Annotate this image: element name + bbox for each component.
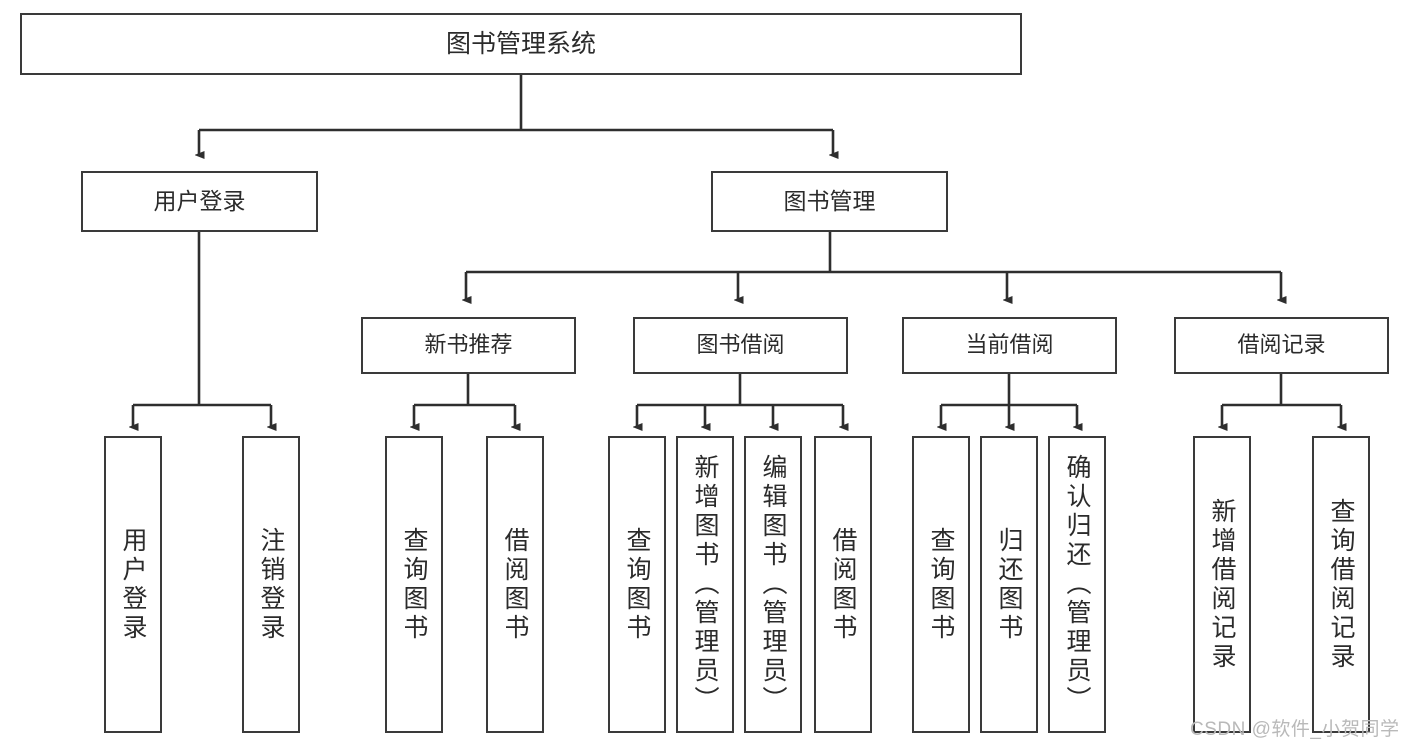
node-leaf-query-record[interactable]: 查询借阅记录 <box>1312 436 1370 733</box>
node-leaf-edit-book-label: 编辑图书（管理员） <box>759 454 787 715</box>
node-leaf-add-book-label: 新增图书（管理员） <box>691 454 719 715</box>
node-book-borrow[interactable]: 图书借阅 <box>633 317 848 374</box>
node-leaf-add-record[interactable]: 新增借阅记录 <box>1193 436 1251 733</box>
node-borrow-record-label: 借阅记录 <box>1237 332 1326 358</box>
node-user-login[interactable]: 用户登录 <box>81 171 318 232</box>
node-leaf-return-book-label: 归还图书 <box>995 526 1023 643</box>
node-leaf-add-book[interactable]: 新增图书（管理员） <box>676 436 734 733</box>
node-leaf-query-book-3[interactable]: 查询图书 <box>912 436 970 733</box>
node-root-label: 图书管理系统 <box>445 30 596 58</box>
node-leaf-borrow-book-1-label: 借阅图书 <box>501 526 529 643</box>
node-leaf-logout-login-label: 注销登录 <box>257 526 285 643</box>
node-book-borrow-label: 图书借阅 <box>696 332 785 358</box>
node-leaf-query-record-label: 查询借阅记录 <box>1327 497 1355 672</box>
node-root[interactable]: 图书管理系统 <box>20 13 1022 75</box>
node-new-book-recommend[interactable]: 新书推荐 <box>361 317 576 374</box>
node-current-borrow-label: 当前借阅 <box>965 332 1054 358</box>
node-book-manage[interactable]: 图书管理 <box>711 171 948 232</box>
node-new-book-recommend-label: 新书推荐 <box>424 332 513 358</box>
node-leaf-borrow-book-2[interactable]: 借阅图书 <box>814 436 872 733</box>
node-leaf-query-book-2-label: 查询图书 <box>623 526 651 643</box>
node-leaf-confirm-return-label: 确认归还（管理员） <box>1063 454 1091 715</box>
node-user-login-label: 用户登录 <box>153 187 246 214</box>
node-leaf-query-book-1-label: 查询图书 <box>400 526 428 643</box>
node-leaf-borrow-book-1[interactable]: 借阅图书 <box>486 436 544 733</box>
node-leaf-query-book-1[interactable]: 查询图书 <box>385 436 443 733</box>
node-leaf-add-record-label: 新增借阅记录 <box>1208 497 1236 672</box>
node-leaf-edit-book[interactable]: 编辑图书（管理员） <box>744 436 802 733</box>
node-leaf-borrow-book-2-label: 借阅图书 <box>829 526 857 643</box>
node-leaf-logout-login[interactable]: 注销登录 <box>242 436 300 733</box>
node-leaf-user-login[interactable]: 用户登录 <box>104 436 162 733</box>
node-current-borrow[interactable]: 当前借阅 <box>902 317 1117 374</box>
node-leaf-user-login-label: 用户登录 <box>119 526 147 643</box>
csdn-watermark: CSDN @软件_小贺同学 <box>1190 719 1400 740</box>
node-leaf-return-book[interactable]: 归还图书 <box>980 436 1038 733</box>
node-leaf-query-book-2[interactable]: 查询图书 <box>608 436 666 733</box>
node-book-manage-label: 图书管理 <box>783 187 876 214</box>
node-leaf-query-book-3-label: 查询图书 <box>927 526 955 643</box>
node-borrow-record[interactable]: 借阅记录 <box>1174 317 1389 374</box>
node-leaf-confirm-return[interactable]: 确认归还（管理员） <box>1048 436 1106 733</box>
